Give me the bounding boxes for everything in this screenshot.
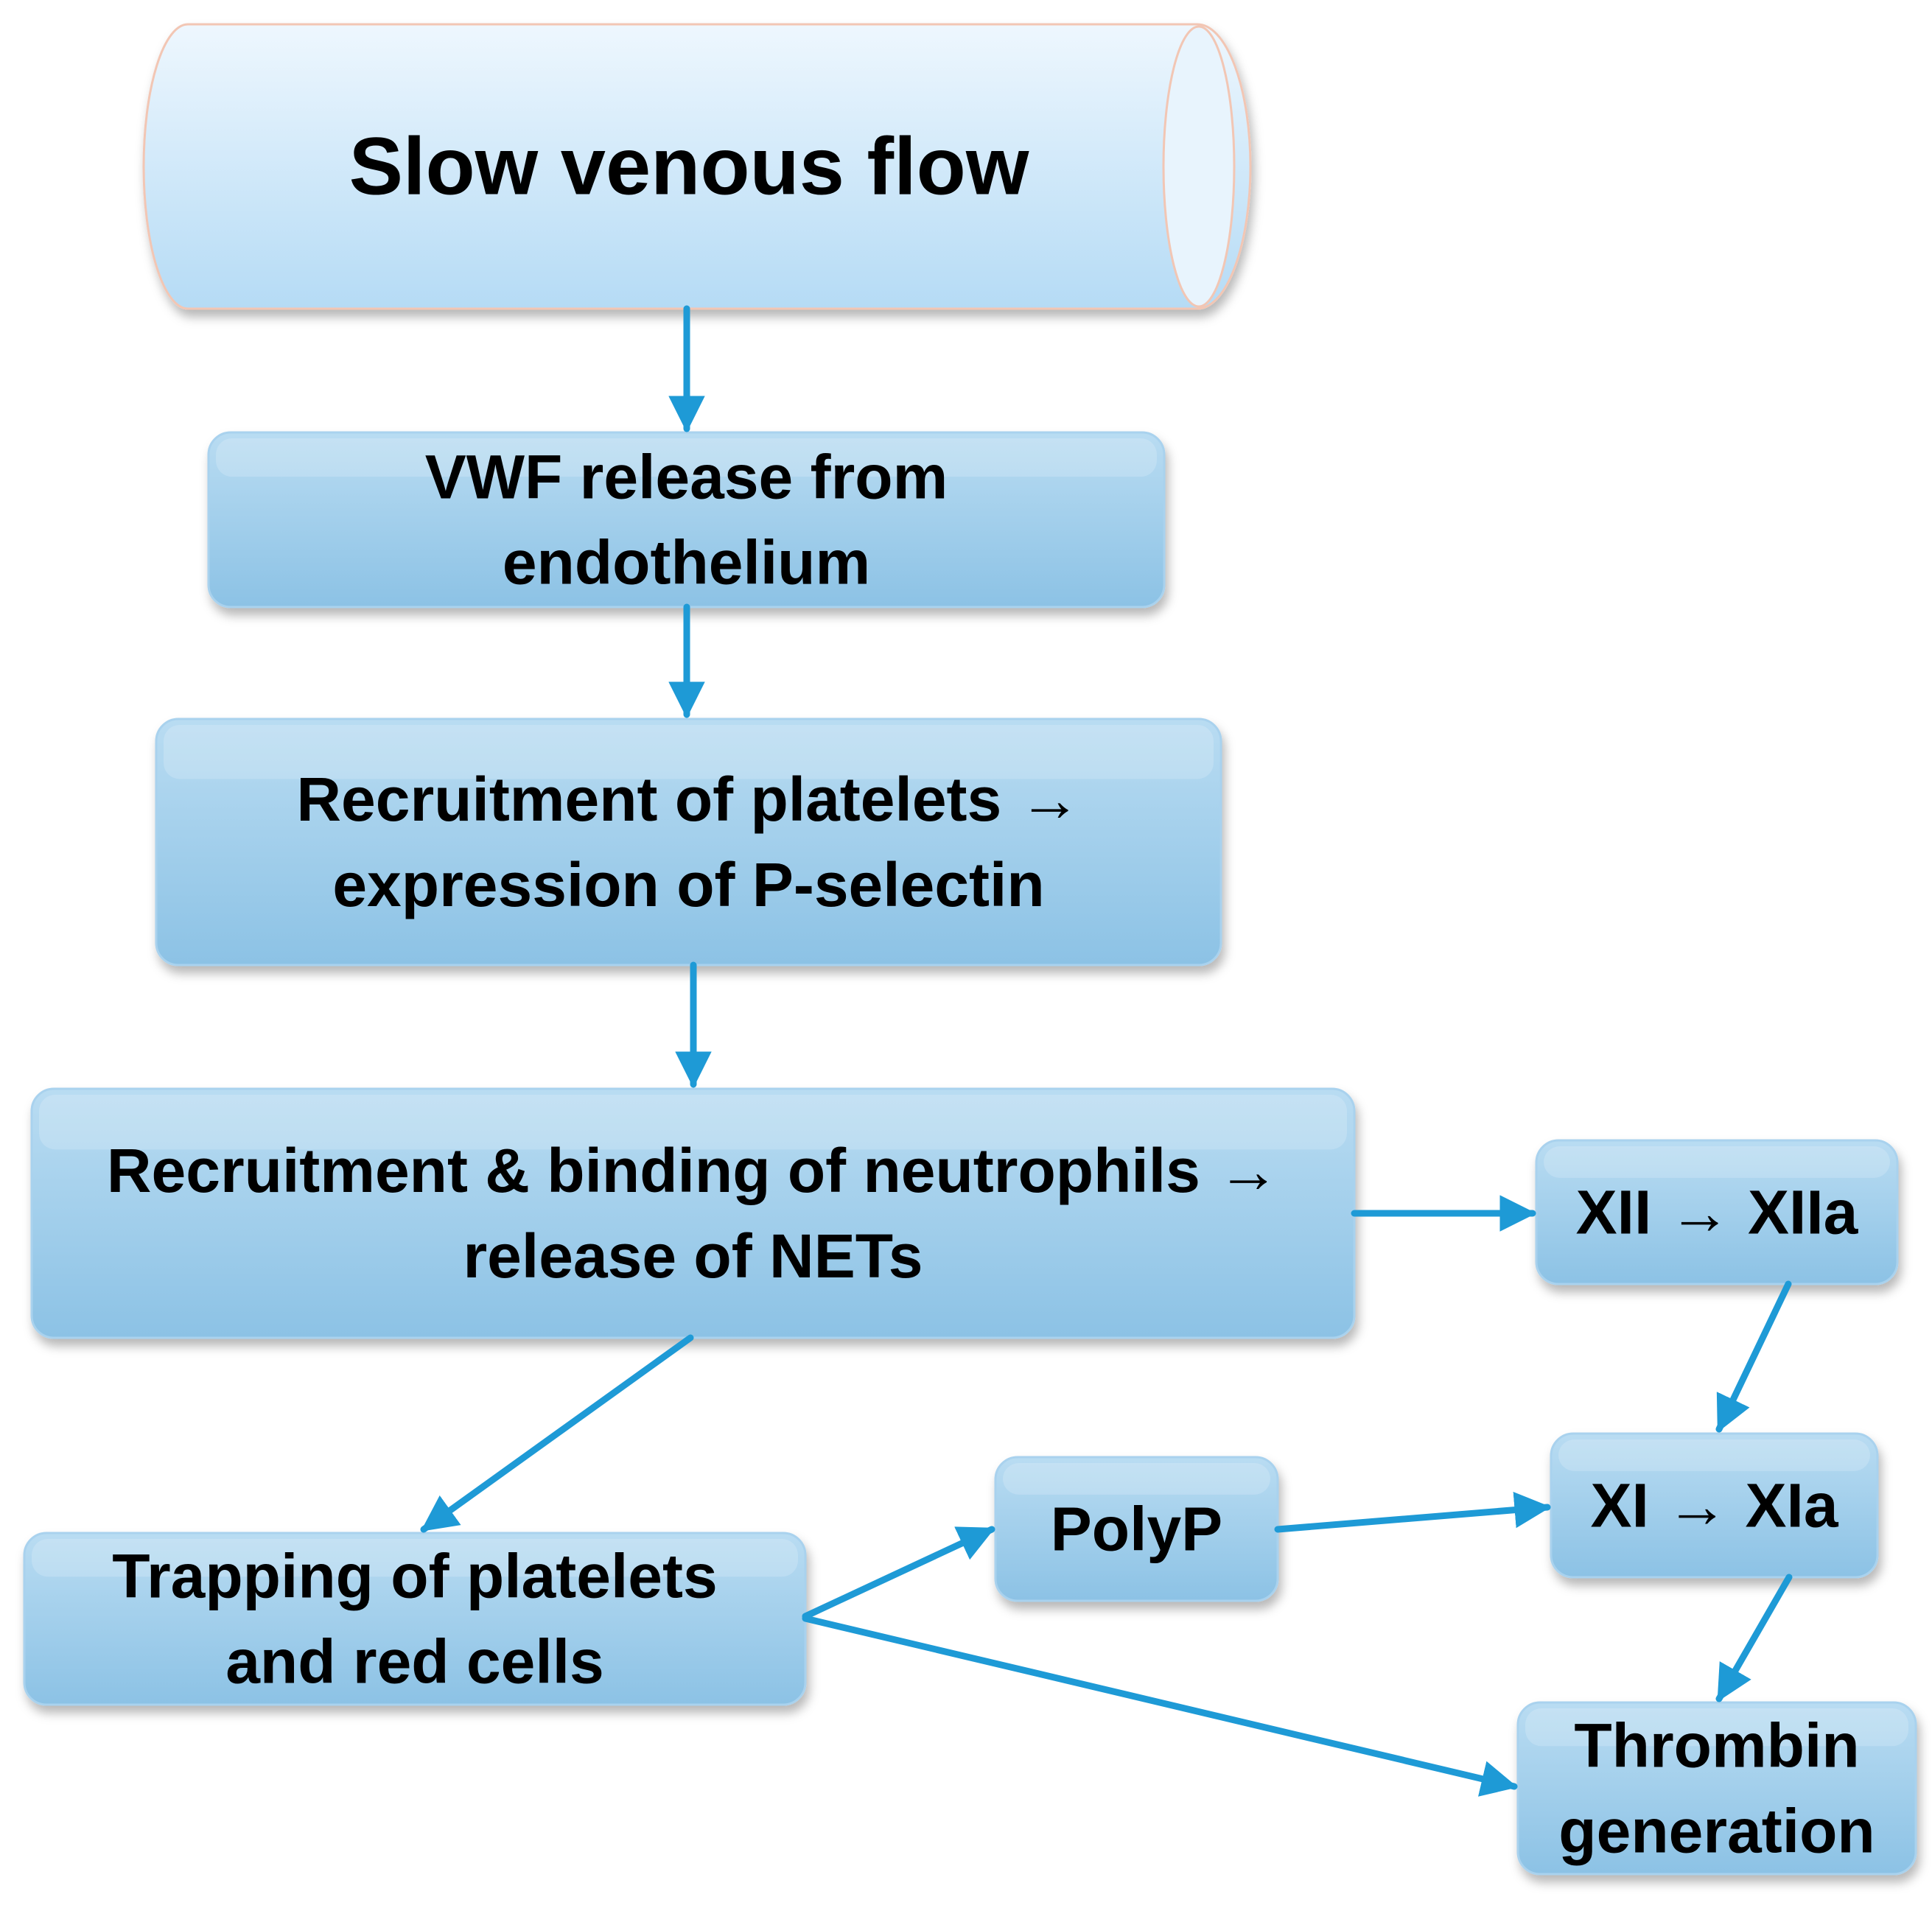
- arrow-neutrophils-to-trapping: [420, 1334, 694, 1533]
- node-box-neutrophils: [30, 1087, 1356, 1339]
- node-label-polyp-line-1: PolyP: [1051, 1495, 1222, 1564]
- node-label-platelets-line-1: Recruitment of platelets →: [296, 765, 1080, 834]
- node-box-vwf: [207, 431, 1166, 608]
- arrow-polyp-to-xi: [1274, 1491, 1551, 1533]
- node-label-neutrophils-line-1: Recruitment & binding of neutrophils →: [107, 1136, 1279, 1205]
- arrow-trapping-to-thrombin: [802, 1615, 1518, 1797]
- node-label-platelets-line-2: expression of P-selectin: [332, 850, 1044, 919]
- tube-opening-ellipse: [1162, 25, 1236, 308]
- slow-venous-flow-tube: [142, 23, 1252, 310]
- node-box-polyp: [994, 1456, 1279, 1602]
- node-label-vwf-line-1: VWF release from: [425, 443, 948, 512]
- node-label-thrombin-line-2: generation: [1558, 1797, 1875, 1866]
- arrow-xii-to-xi: [1715, 1280, 1792, 1433]
- node-box-xi: [1550, 1432, 1879, 1579]
- node-box-trapping: [23, 1532, 807, 1706]
- node-label-trapping-line-2: and red cells: [225, 1627, 604, 1697]
- arrow-trapping-to-polyp: [802, 1526, 995, 1620]
- node-label-thrombin-line-1: Thrombin: [1574, 1711, 1859, 1781]
- node-box-xii: [1535, 1139, 1899, 1286]
- node-label-xi-line-1: XI → XIa: [1590, 1471, 1838, 1540]
- node-box-thrombin: [1516, 1701, 1917, 1876]
- node-label-xii-line-1: XII → XIIa: [1576, 1178, 1859, 1247]
- node-label-trapping-line-1: Trapping of platelets: [112, 1542, 717, 1611]
- node-box-platelets: [155, 718, 1222, 967]
- node-label-slow-flow-line-1: Slow venous flow: [349, 122, 1029, 212]
- arrow-xi-to-thrombin: [1715, 1574, 1793, 1702]
- node-label-vwf-line-2: endothelium: [503, 528, 870, 597]
- node-label-neutrophils-line-2: release of NETs: [463, 1221, 923, 1291]
